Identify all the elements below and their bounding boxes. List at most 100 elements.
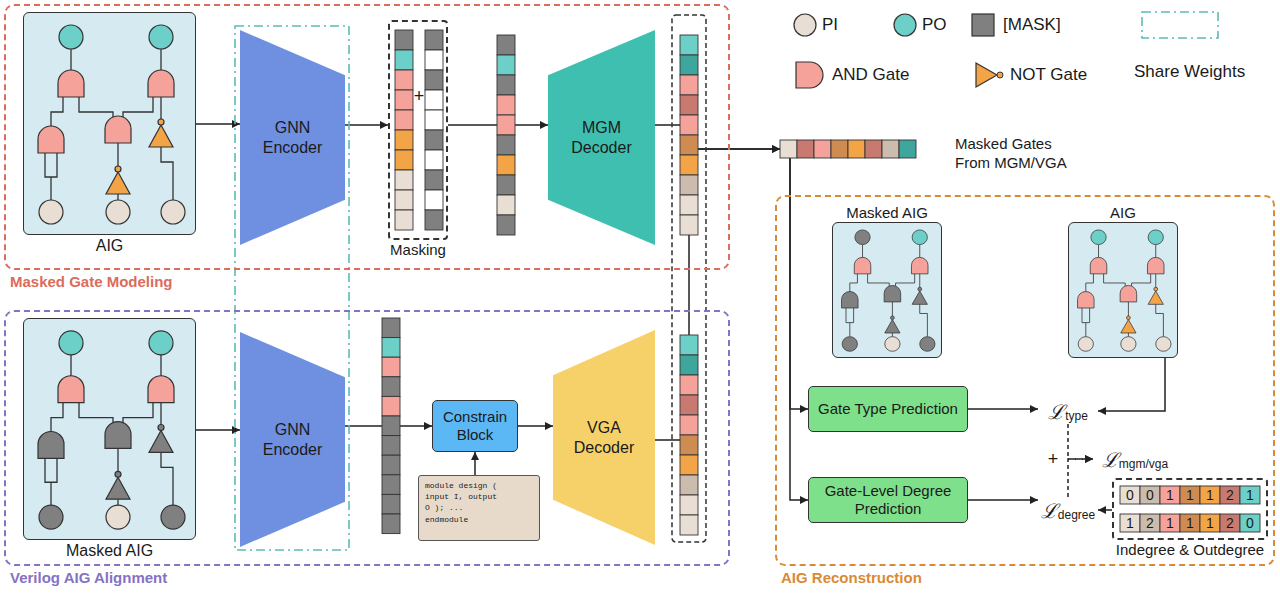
box-caption: Masked AIG [813, 204, 961, 221]
po-node [912, 230, 927, 245]
block-label: Gate Type Prediction [818, 400, 958, 418]
share-weights-frame [235, 26, 349, 550]
degree-cell [1120, 514, 1140, 532]
wire [1155, 245, 1156, 258]
block-label: Gate-Level Degree Prediction [817, 482, 959, 518]
degree-cell [1200, 514, 1220, 532]
loss-term: ℒmgm/vga [1093, 446, 1177, 472]
region-frame: Masked Gate ModelingAIGGNN EncoderMaskin… [4, 4, 730, 270]
region-frame: Verilog AIG AlignmentMasked AIGGNN Encod… [4, 310, 730, 566]
legend-swatch [976, 63, 997, 87]
embedding-cell [395, 30, 413, 50]
and-gate-symbol [148, 376, 174, 403]
wire [51, 403, 63, 433]
legend-text: PO [922, 15, 947, 35]
pi-node [920, 337, 935, 352]
output-bracket [672, 15, 706, 542]
degree-cell [1220, 514, 1240, 532]
region-title: Verilog AIG Alignment [10, 569, 167, 586]
legend-text: PI [822, 15, 838, 35]
loss-symbol: ℒ [1102, 446, 1119, 473]
and-gate-symbol [911, 257, 928, 273]
aig-box: AIG [23, 12, 196, 235]
not-bubble [1126, 316, 1130, 320]
aig-panel [832, 222, 942, 358]
and-gate-symbol [842, 292, 859, 308]
wire [123, 403, 153, 423]
decoder-trapezoid: MGM Decoder [548, 30, 655, 245]
bar-caption: Masked Gates From MGM/VGA [955, 135, 1080, 173]
and-gate-symbol [854, 257, 871, 273]
wire [51, 97, 63, 127]
not-gate-symbol [106, 172, 130, 194]
legend-swatch [972, 14, 994, 36]
degree-value: 1 [1160, 486, 1180, 504]
not-gate-symbol [149, 430, 173, 452]
aig-box: AIG [1068, 222, 1178, 358]
embedding-cell [425, 30, 443, 50]
wire [123, 97, 153, 117]
wire [1098, 245, 1099, 258]
degree-value: 1 [1120, 514, 1140, 532]
wire [161, 452, 173, 505]
degree-cell [1160, 486, 1180, 504]
embedding-cell [395, 50, 413, 70]
embedding-cell [395, 90, 413, 110]
embedding-cell [497, 35, 515, 55]
pi-node [885, 337, 900, 352]
and-gate-symbol [1090, 257, 1107, 273]
po-node [855, 230, 870, 245]
connector-arrow [1068, 424, 1093, 459]
degree-cell [1240, 514, 1260, 532]
embedding-cell [382, 338, 400, 358]
wire [160, 403, 161, 426]
legend-bubble [997, 72, 1003, 78]
dashed-box: Masking [388, 20, 448, 240]
embedding-cell [780, 140, 797, 158]
connector-arrow [474, 452, 476, 475]
embedding-cell [680, 355, 698, 375]
not-bubble [158, 119, 164, 125]
pi-node [161, 505, 185, 529]
wire [45, 153, 57, 177]
verilog-code-box: module design ( input I, output O ); ...… [418, 475, 540, 541]
connector-arrow [345, 124, 388, 126]
degree-value: 0 [1120, 486, 1140, 504]
wire [868, 274, 890, 286]
and-gate-symbol [105, 116, 131, 143]
not-gate-symbol [1121, 320, 1136, 333]
wire [117, 143, 118, 167]
trapezoid-shape [548, 30, 655, 245]
not-gate-symbol [912, 291, 927, 304]
box-caption: Masked AIG [4, 542, 215, 560]
embedding-cell [382, 494, 400, 514]
loss-subscript: degree [1058, 508, 1095, 522]
connector-arrow [655, 149, 780, 440]
trapezoid-fill [240, 332, 345, 547]
connector-arrow [196, 429, 240, 431]
region-frame: AIG ReconstructionMasked AIGAIGGate Type… [775, 195, 1275, 566]
embedding-cell [425, 150, 443, 170]
aig-panel [23, 12, 196, 235]
embedding-cell [882, 140, 899, 158]
embedding-cell [382, 436, 400, 456]
wire [920, 304, 928, 336]
embedding-cell [680, 455, 698, 475]
embedding-cell [497, 75, 515, 95]
po-node [1091, 230, 1106, 245]
wire [161, 147, 173, 200]
wire [1082, 308, 1090, 323]
wire [862, 245, 863, 258]
and-gate-symbol [148, 70, 174, 97]
not-gate-symbol [149, 125, 173, 147]
block-label: GNN Encoder [257, 420, 329, 460]
embedding-cell [497, 55, 515, 75]
wire [160, 355, 161, 377]
embedding-cell [395, 170, 413, 190]
wire [919, 274, 920, 288]
connector-arrow [1068, 459, 1093, 497]
and-gate-symbol [1078, 292, 1095, 308]
wire [79, 97, 113, 117]
